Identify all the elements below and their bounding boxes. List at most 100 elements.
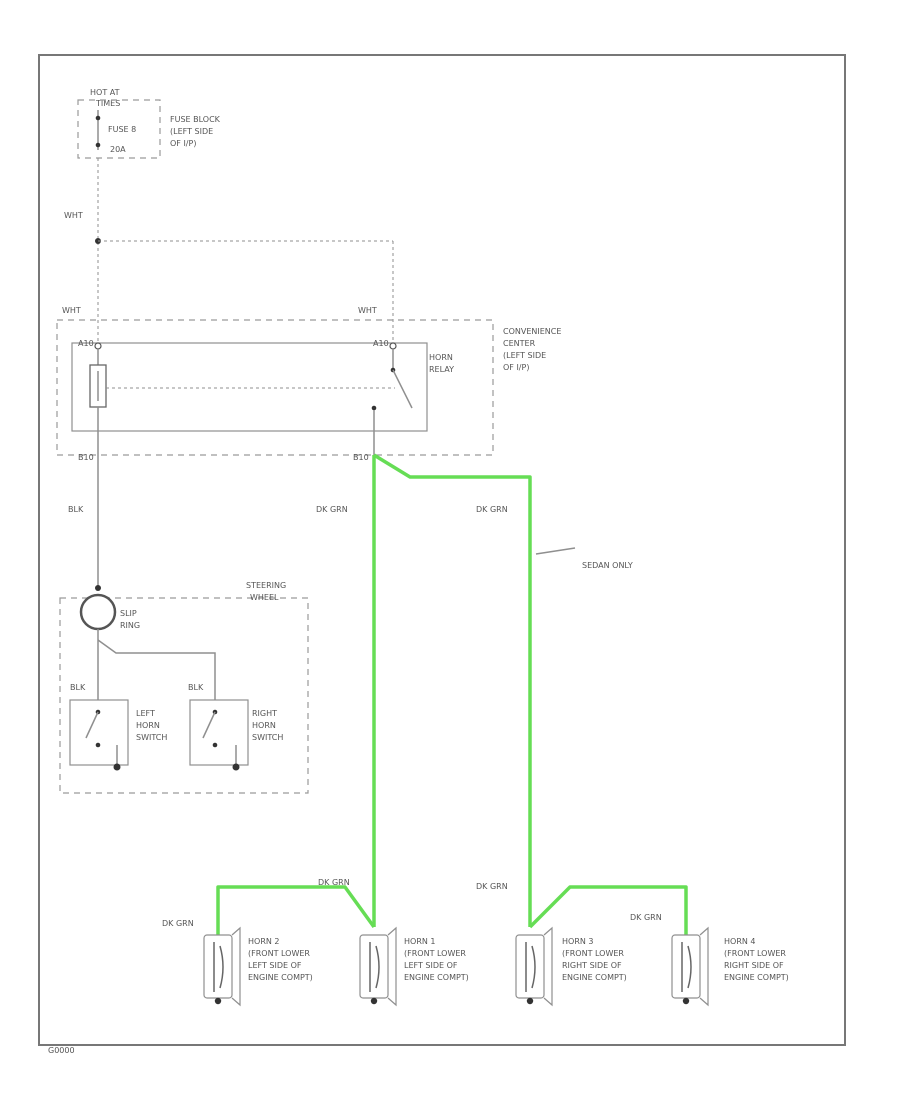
horn-relay-name-1: HORN: [429, 353, 453, 362]
fuse-block-name-3: OF I/P): [170, 139, 196, 148]
horn-relay: A10 A10 HORN RELAY B10 B10: [71, 339, 454, 462]
horn-4-name-2: (FRONT LOWER: [724, 949, 786, 958]
horn-relay-body: [71, 342, 428, 432]
horn-3-diaphragm: [525, 942, 536, 992]
horn-output-circuit: DK GRN DK GRN DK GRN DK GRN DK GRN DK GR…: [162, 453, 688, 935]
horn-3-name-1: HORN 3: [562, 937, 594, 946]
sedan-only-leader: [535, 547, 576, 555]
left-horn-switch: LEFT HORN SWITCH: [69, 699, 167, 771]
dk-grn-relay-label: DK GRN: [316, 505, 348, 514]
steering-wheel-name-2: WHEEL: [250, 593, 279, 602]
convenience-center-outline: [56, 319, 494, 456]
right-horn-switch: RIGHT HORN SWITCH: [189, 699, 283, 771]
convenience-center-name-4: OF I/P): [503, 363, 529, 372]
relay-contact-arm: [392, 369, 413, 409]
sedan-only-label: SEDAN ONLY: [582, 561, 633, 570]
footer-code: G0000: [48, 1046, 75, 1055]
steering-wheel-name-1: STEERING: [246, 581, 286, 590]
horn-1-name-4: ENGINE COMPT): [404, 973, 469, 982]
fuse-rating: 20A: [110, 145, 126, 154]
horn-4-name-4: ENGINE COMPT): [724, 973, 789, 982]
fuse-terminal-bottom: [95, 142, 101, 148]
relay-pin-b-right: B10: [353, 453, 369, 462]
horn-2-name-2: (FRONT LOWER: [248, 949, 310, 958]
blk-left-switch-label: BLK: [70, 683, 86, 692]
blk-main-label: BLK: [68, 505, 84, 514]
dk-grn-sedan-label: DK GRN: [476, 505, 508, 514]
horn-3-name-3: RIGHT SIDE OF: [562, 961, 622, 970]
fuse-terminal-top: [95, 115, 101, 121]
right-switch-body: [189, 699, 249, 766]
horn-1-name-3: LEFT SIDE OF: [404, 961, 458, 970]
wht-right-label: WHT: [358, 306, 377, 315]
left-switch-name-3: SWITCH: [136, 733, 167, 742]
hot-at-label-2: TIMES: [95, 99, 120, 108]
right-switch-name-3: SWITCH: [252, 733, 283, 742]
horn-1: HORN 1 (FRONT LOWER LEFT SIDE OF ENGINE …: [359, 926, 469, 1007]
horn-2-name-4: ENGINE COMPT): [248, 973, 313, 982]
horn-1-diaphragm: [369, 942, 380, 992]
horn-2-diaphragm: [213, 942, 224, 992]
slip-ring: [79, 593, 117, 631]
horn-3-name-2: (FRONT LOWER: [562, 949, 624, 958]
relay-terminal-a-left: [94, 342, 102, 350]
relay-pin-b-left: B10: [78, 453, 94, 462]
dk-grn-horn3-label: DK GRN: [476, 882, 508, 891]
horn-1-body: [359, 934, 389, 999]
relay-terminal-a-right: [389, 342, 397, 350]
horn-2-bell: [231, 926, 241, 1007]
horn-1-name-2: (FRONT LOWER: [404, 949, 466, 958]
horn-2-name-3: LEFT SIDE OF: [248, 961, 302, 970]
fuse-name: FUSE 8: [108, 125, 136, 134]
fuse-block: HOT AT TIMES FUSE 8 20A FUSE BLOCK (LEFT…: [77, 88, 221, 159]
horn-4-diaphragm: [681, 942, 692, 992]
horn-2-body: [203, 934, 233, 999]
left-switch-ground: [113, 763, 121, 771]
fuse-block-name-1: FUSE BLOCK: [170, 115, 221, 124]
right-switch-feed: [97, 639, 216, 700]
relay-contact-fixed: [371, 405, 377, 411]
relay-pin-a-left: A10: [78, 339, 94, 348]
fuse-block-name-2: (LEFT SIDE: [170, 127, 213, 136]
convenience-center-name-3: (LEFT SIDE: [503, 351, 546, 360]
horn-2: HORN 2 (FRONT LOWER LEFT SIDE OF ENGINE …: [203, 926, 313, 1007]
horn-1-ground: [370, 997, 378, 1005]
horn-2-name-1: HORN 2: [248, 937, 280, 946]
convenience-center-name-2: CENTER: [503, 339, 536, 348]
left-switch-arm: [85, 711, 99, 739]
horn-1-bell: [387, 926, 397, 1007]
right-switch-name-2: HORN: [252, 721, 276, 730]
right-switch-name-1: RIGHT: [252, 709, 277, 718]
horn-4: HORN 4 (FRONT LOWER RIGHT SIDE OF ENGINE…: [671, 926, 789, 1007]
horn-3-ground: [526, 997, 534, 1005]
relay-pin-a-right: A10: [373, 339, 389, 348]
wht-left-label: WHT: [62, 306, 81, 315]
right-switch-ground: [232, 763, 240, 771]
horn-1-name-1: HORN 1: [404, 937, 436, 946]
hot-at-label: HOT AT: [90, 88, 120, 97]
dk-grn-horn4-label: DK GRN: [630, 913, 662, 922]
right-switch-arm: [202, 711, 216, 739]
dk-grn-horn2-label: DK GRN: [162, 919, 194, 928]
horn-4-body: [671, 934, 701, 999]
dk-grn-horn1-label: DK GRN: [318, 878, 350, 887]
horn-relay-name-2: RELAY: [429, 365, 454, 374]
convenience-center-name-1: CONVENIENCE: [503, 327, 561, 336]
dk-grn-horn2-wire: [216, 885, 376, 935]
right-switch-contact-bottom: [212, 742, 218, 748]
horn-4-ground: [682, 997, 690, 1005]
left-switch-body: [69, 699, 129, 766]
dk-grn-horn4-wire: [528, 885, 688, 935]
blk-right-switch-label: BLK: [188, 683, 204, 692]
horn-3-name-4: ENGINE COMPT): [562, 973, 627, 982]
slip-ring-name-1: SLIP: [120, 609, 137, 618]
horn-4-bell: [699, 926, 709, 1007]
steering-wheel-outline: [59, 597, 309, 794]
horn-2-ground: [214, 997, 222, 1005]
left-switch-name-2: HORN: [136, 721, 160, 730]
steering-wheel: STEERING WHEEL SLIP RING BLK BLK LEFT HO…: [59, 581, 309, 794]
horn-3-bell: [543, 926, 553, 1007]
convenience-center: WHT WHT CONVENIENCE CENTER (LEFT SIDE OF…: [56, 306, 561, 456]
left-switch-contact-bottom: [95, 742, 101, 748]
